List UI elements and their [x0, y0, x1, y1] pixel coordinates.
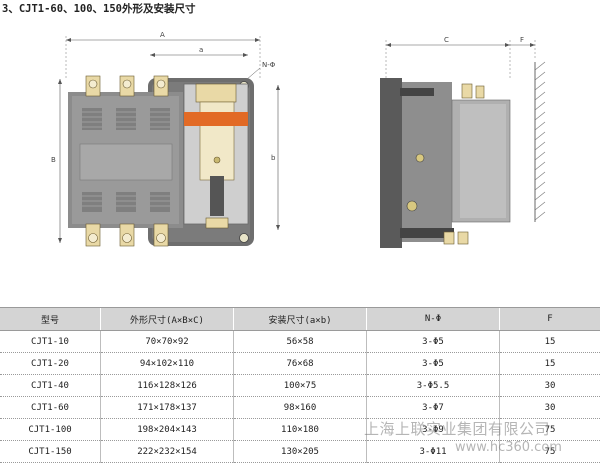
- cell-outline: 94×102×110: [101, 353, 234, 375]
- watermark-company: 上海上联实业集团有限公司: [364, 418, 550, 439]
- cell-n-phi: 3-Φ7: [367, 397, 500, 419]
- cell-outline: 222×232×154: [101, 441, 234, 463]
- cell-n-phi: 3-Φ5: [367, 331, 500, 353]
- dim-B-label: B: [51, 156, 56, 164]
- dim-A-label: A: [160, 31, 165, 39]
- watermark-site: www.hc360.com: [455, 440, 562, 455]
- cell-outline: 198×204×143: [101, 419, 234, 441]
- cell-f: 30: [500, 375, 600, 397]
- cell-mount: 130×205: [234, 441, 367, 463]
- cell-model: CJT1-100: [0, 419, 101, 441]
- cell-outline: 70×70×92: [101, 331, 234, 353]
- header-outline-size: 外形尺寸(A×B×C): [101, 308, 234, 331]
- cell-mount: 98×160: [234, 397, 367, 419]
- dim-F-label: F: [520, 36, 524, 44]
- header-model: 型号: [0, 308, 101, 331]
- table-row: CJT1-60 171×178×137 98×160 3-Φ7 30: [0, 397, 600, 419]
- table-row: CJT1-20 94×102×110 76×68 3-Φ5 15: [0, 353, 600, 375]
- cell-model: CJT1-60: [0, 397, 101, 419]
- table-header-row: 型号 外形尺寸(A×B×C) 安装尺寸(a×b) N-Φ F: [0, 308, 600, 331]
- header-n-phi: N-Φ: [367, 308, 500, 331]
- dim-b-label: b: [271, 154, 276, 162]
- cell-outline: 116×128×126: [101, 375, 234, 397]
- cell-outline: 171×178×137: [101, 397, 234, 419]
- dimension-drawing: A a N-Φ B b: [0, 0, 600, 305]
- cell-n-phi: 3-Φ5: [367, 353, 500, 375]
- dim-N-phi-label: N-Φ: [262, 61, 276, 69]
- dim-a-label: a: [199, 46, 203, 54]
- cell-f: 15: [500, 353, 600, 375]
- cell-model: CJT1-40: [0, 375, 101, 397]
- cell-f: 30: [500, 397, 600, 419]
- cell-model: CJT1-10: [0, 331, 101, 353]
- cell-n-phi: 3-Φ5.5: [367, 375, 500, 397]
- cell-mount: 56×58: [234, 331, 367, 353]
- cell-mount: 110×180: [234, 419, 367, 441]
- cell-f: 15: [500, 331, 600, 353]
- coil-band: [184, 112, 248, 126]
- side-view: C F: [380, 36, 545, 248]
- dim-C-label: C: [444, 36, 449, 44]
- cell-mount: 100×75: [234, 375, 367, 397]
- table-row: CJT1-10 70×70×92 56×58 3-Φ5 15: [0, 331, 600, 353]
- front-view: A a N-Φ B b: [51, 31, 280, 246]
- cell-mount: 76×68: [234, 353, 367, 375]
- cell-model: CJT1-150: [0, 441, 101, 463]
- cell-model: CJT1-20: [0, 353, 101, 375]
- header-mount-size: 安装尺寸(a×b): [234, 308, 367, 331]
- header-f: F: [500, 308, 600, 331]
- table-row: CJT1-40 116×128×126 100×75 3-Φ5.5 30: [0, 375, 600, 397]
